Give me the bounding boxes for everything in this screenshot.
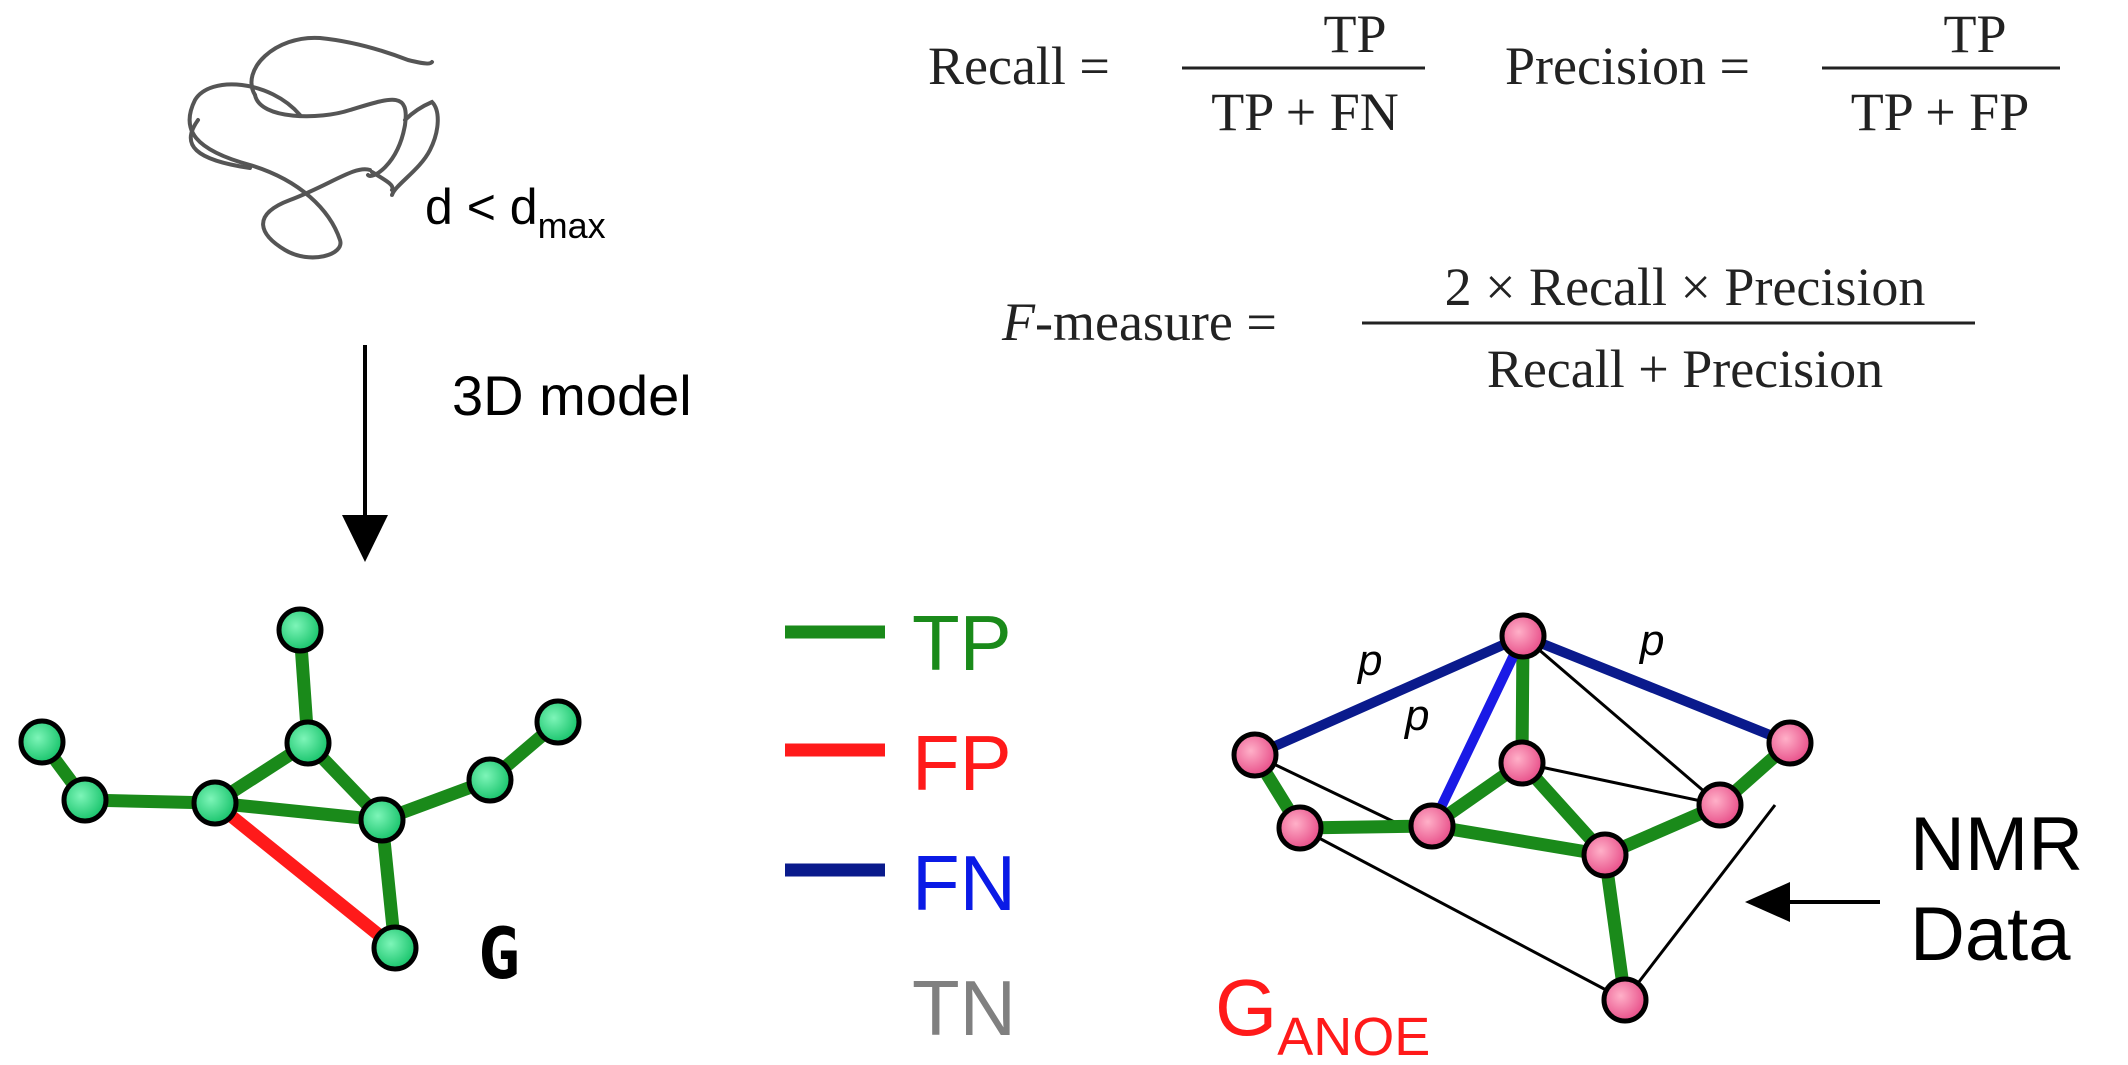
legend-tn-label: TN bbox=[912, 964, 1016, 1052]
graph-anoe-label: GANOE bbox=[1215, 963, 1430, 1065]
distance-label: d < dmax bbox=[425, 179, 606, 246]
legend-tp-label: TP bbox=[912, 599, 1012, 687]
graph-anoe-node bbox=[1766, 719, 1814, 767]
svg-text:TP: TP bbox=[1323, 4, 1386, 64]
precision-formula: Precision = TP TP + FP bbox=[1505, 4, 2060, 142]
graph-anoe-node bbox=[1231, 731, 1279, 779]
graph-g bbox=[18, 606, 582, 972]
graph-g-node bbox=[284, 719, 332, 767]
graph-anoe: p p p bbox=[1231, 612, 1814, 1024]
graph-anoe-node bbox=[1581, 831, 1629, 879]
arrow-label-3d-model: 3D model bbox=[452, 364, 692, 427]
svg-text:F-measure =: F-measure = bbox=[1001, 292, 1277, 352]
legend-fp-label: FP bbox=[912, 719, 1012, 807]
down-arrow bbox=[342, 345, 388, 562]
edge-label-p: p bbox=[1403, 691, 1429, 740]
svg-text:Recall =: Recall = bbox=[928, 36, 1110, 96]
f-measure-formula: F-measure = 2 × Recall × Precision Recal… bbox=[1001, 257, 1975, 399]
nmr-label-line1: NMR bbox=[1910, 802, 2083, 887]
svg-text:TP + FP: TP + FP bbox=[1851, 82, 2030, 142]
edge-label-p: p bbox=[1638, 616, 1664, 665]
graph-g-node bbox=[18, 718, 66, 766]
graph-g-node bbox=[534, 698, 582, 746]
legend-fn-label: FN bbox=[912, 839, 1016, 927]
graph-g-nodes bbox=[18, 606, 582, 972]
graph-anoe-node bbox=[1276, 804, 1324, 852]
graph-g-node bbox=[61, 776, 109, 824]
polymer-chain-sketch bbox=[187, 35, 440, 260]
graph-anoe-nodes bbox=[1231, 612, 1814, 1024]
graph-anoe-node bbox=[1499, 612, 1547, 660]
graph-g-node bbox=[466, 756, 514, 804]
edge-label-p: p bbox=[1356, 636, 1382, 685]
graph-anoe-node bbox=[1408, 802, 1456, 850]
legend: TP FP FN TN bbox=[785, 599, 1016, 1052]
svg-text:Precision =: Precision = bbox=[1505, 36, 1750, 96]
graph-g-fp-edge bbox=[208, 796, 402, 955]
graph-anoe-node bbox=[1601, 976, 1649, 1024]
nmr-arrow bbox=[1745, 882, 1880, 922]
graph-g-node bbox=[276, 606, 324, 654]
nmr-label-line2: Data bbox=[1910, 892, 2071, 977]
graph-anoe-fn-edges bbox=[1250, 631, 1795, 831]
graph-g-node bbox=[371, 924, 419, 972]
svg-text:TP + FN: TP + FN bbox=[1211, 82, 1399, 142]
recall-formula: Recall = TP TP + FN bbox=[928, 4, 1425, 142]
svg-text:TP: TP bbox=[1943, 4, 2006, 64]
graph-g-node bbox=[191, 779, 239, 827]
graph-anoe-node bbox=[1498, 739, 1546, 787]
svg-text:2 × Recall × Precision: 2 × Recall × Precision bbox=[1445, 257, 1926, 317]
graph-g-label: G bbox=[478, 913, 520, 995]
graph-anoe-node bbox=[1696, 781, 1744, 829]
graph-g-node bbox=[358, 796, 406, 844]
svg-text:Recall + Precision: Recall + Precision bbox=[1487, 339, 1883, 399]
